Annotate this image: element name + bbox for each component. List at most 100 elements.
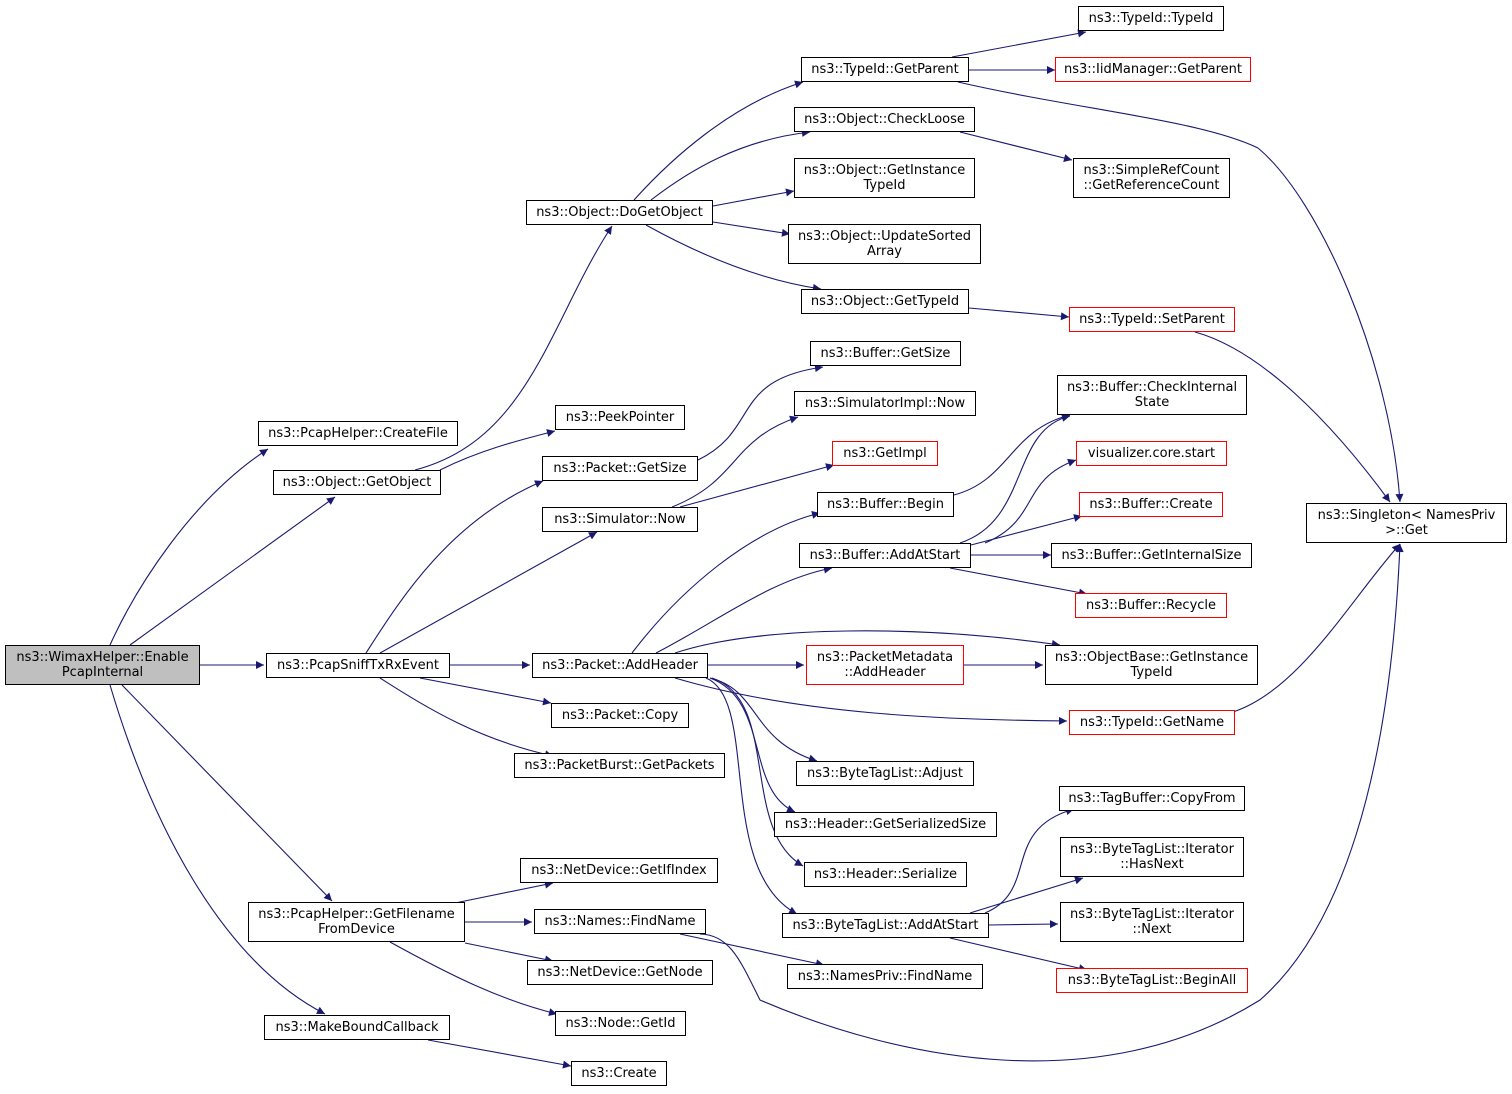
- node-label: ns3::Simulator::Now: [554, 512, 686, 527]
- node-makeboundcallback[interactable]: ns3::MakeBoundCallback: [264, 1015, 450, 1040]
- edge-addheader-to-headergetserialized: [709, 677, 796, 813]
- node-singleton-namespriv-get[interactable]: ns3::Singleton< NamesPriv>::Get: [1306, 503, 1507, 543]
- edge-addheader-to-bufferbegin: [631, 511, 821, 654]
- node-label: ns3::Object::UpdateSorted: [797, 229, 972, 244]
- node-buffer-getsize[interactable]: ns3::Buffer::GetSize: [810, 341, 961, 366]
- node-buffer-begin[interactable]: ns3::Buffer::Begin: [817, 492, 954, 517]
- node-label: ns3::Buffer::Create: [1089, 497, 1213, 512]
- node-packet-addheader[interactable]: ns3::Packet::AddHeader: [532, 653, 708, 678]
- node-label: ns3::ObjectBase::GetInstance: [1054, 650, 1249, 665]
- node-bytetaglist-iterator-next[interactable]: ns3::ByteTagList::Iterator::Next: [1060, 902, 1244, 942]
- node-namespriv-findname[interactable]: ns3::NamesPriv::FindName: [787, 964, 983, 989]
- node-typeid-typeid[interactable]: ns3::TypeId::TypeId: [1078, 6, 1224, 31]
- node-typeid-getparent[interactable]: ns3::TypeId::GetParent: [801, 57, 969, 82]
- edge-addatstart-to-buffercreate: [970, 514, 1083, 546]
- node-label: ns3::Singleton< NamesPriv: [1317, 508, 1496, 523]
- node-object-dogetobject[interactable]: ns3::Object::DoGetObject: [526, 200, 713, 225]
- node-label: ns3::NetDevice::GetNode: [537, 965, 703, 980]
- node-buffer-recycle[interactable]: ns3::Buffer::Recycle: [1075, 593, 1227, 618]
- node-label: Array: [866, 244, 902, 259]
- node-label: PcapInternal: [61, 665, 144, 680]
- node-label: ns3::SimulatorImpl::Now: [804, 396, 966, 411]
- node-header-serialize[interactable]: ns3::Header::Serialize: [804, 862, 967, 887]
- node-label: ::AddHeader: [844, 665, 926, 680]
- node-object-checkloose[interactable]: ns3::Object::CheckLoose: [794, 107, 975, 132]
- node-label: ns3::NamesPriv::FindName: [797, 969, 973, 984]
- edge-setparent-to-singleton: [1194, 331, 1391, 503]
- node-typeid-setparent[interactable]: ns3::TypeId::SetParent: [1069, 307, 1235, 332]
- edge-findname-to-namesprivfindname: [679, 933, 825, 968]
- node-pcapsnifftxrxevent[interactable]: ns3::PcapSniffTxRxEvent: [266, 653, 450, 678]
- node-buffer-addatstart[interactable]: ns3::Buffer::AddAtStart: [799, 543, 971, 568]
- node-label: ns3::TagBuffer::CopyFrom: [1068, 791, 1236, 806]
- node-header-getserializedsize[interactable]: ns3::Header::GetSerializedSize: [774, 812, 997, 837]
- node-bytetaglist-beginall[interactable]: ns3::ByteTagList::BeginAll: [1056, 968, 1248, 993]
- edge-addheader-to-headerserialize: [711, 677, 804, 867]
- node-object-getobject[interactable]: ns3::Object::GetObject: [273, 470, 441, 495]
- node-label: ns3::Create: [581, 1066, 657, 1081]
- node-netdevice-getifindex[interactable]: ns3::NetDevice::GetIfIndex: [520, 858, 718, 883]
- node-simulatorimpl-now[interactable]: ns3::SimulatorImpl::Now: [794, 391, 976, 416]
- node-label: ::HasNext: [1120, 857, 1184, 872]
- node-label: ns3::TypeId::GetName: [1079, 715, 1225, 730]
- node-tagbuffer-copyfrom[interactable]: ns3::TagBuffer::CopyFrom: [1059, 786, 1245, 811]
- node-label: ns3::TypeId::GetParent: [811, 62, 959, 77]
- node-label: ns3::Header::Serialize: [813, 867, 958, 882]
- edge-typeidgetname-to-singleton: [1232, 543, 1401, 713]
- node-label: TypeId: [863, 178, 906, 193]
- node-buffer-create[interactable]: ns3::Buffer::Create: [1079, 492, 1223, 517]
- edge-pcapsniff-to-packetgetsize: [365, 480, 544, 654]
- node-simplerefcount-getreferencecount[interactable]: ns3::SimpleRefCount::GetReferenceCount: [1073, 158, 1230, 198]
- node-visualizer-core-start[interactable]: visualizer.core.start: [1076, 441, 1227, 466]
- node-label: ns3::PcapHelper::GetFilename: [258, 907, 455, 922]
- node-label: ns3::ByteTagList::AddAtStart: [792, 918, 979, 933]
- node-label: ns3::Buffer::GetInternalSize: [1061, 548, 1242, 563]
- node-label: ns3::ByteTagList::Iterator: [1070, 907, 1234, 922]
- node-pcaphelper-createfile[interactable]: ns3::PcapHelper::CreateFile: [258, 421, 458, 446]
- node-label: ns3::ByteTagList::BeginAll: [1067, 973, 1237, 988]
- node-iidmanager-getparent[interactable]: ns3::IidManager::GetParent: [1055, 57, 1251, 82]
- node-bytetaglist-addatstart[interactable]: ns3::ByteTagList::AddAtStart: [782, 913, 989, 938]
- edge-getobject-to-peekpointer: [439, 429, 556, 471]
- node-label: ns3::IidManager::GetParent: [1063, 62, 1243, 77]
- node-bytetaglist-adjust[interactable]: ns3::ByteTagList::Adjust: [796, 761, 974, 786]
- node-label: State: [1134, 395, 1170, 410]
- node-label: ns3::Object::GetObject: [282, 475, 432, 490]
- edge-addheader-to-bytetagadjust: [709, 677, 818, 763]
- node-netdevice-getnode[interactable]: ns3::NetDevice::GetNode: [527, 960, 713, 985]
- node-buffer-getinternalsize[interactable]: ns3::Buffer::GetInternalSize: [1051, 543, 1252, 568]
- node-peekpointer[interactable]: ns3::PeekPointer: [555, 405, 685, 430]
- node-getimpl[interactable]: ns3::GetImpl: [832, 441, 938, 466]
- node-packet-copy[interactable]: ns3::Packet::Copy: [551, 703, 689, 728]
- edge-addatstart-to-recycle: [949, 567, 1088, 597]
- node-typeid-getname[interactable]: ns3::TypeId::GetName: [1069, 710, 1235, 735]
- node-bytetaglist-iterator-hasnext[interactable]: ns3::ByteTagList::Iterator::HasNext: [1060, 837, 1244, 877]
- node-label: ns3::PacketBurst::GetPackets: [524, 758, 715, 773]
- node-label: ::Next: [1132, 922, 1172, 937]
- node-packetburst-getpackets[interactable]: ns3::PacketBurst::GetPackets: [514, 753, 725, 778]
- edge-dogetobject-to-getinstancetypeid: [712, 188, 795, 207]
- edge-pcapsniff-to-packetcopy: [419, 677, 552, 706]
- node-node-getid[interactable]: ns3::Node::GetId: [555, 1011, 686, 1036]
- node-label: ns3::Object::CheckLoose: [804, 112, 965, 127]
- edge-simnow-to-simulatorimplnow: [671, 415, 799, 508]
- node-label: ns3::Object::DoGetObject: [536, 205, 703, 220]
- edge-gettypeidparent-to-singleton: [957, 81, 1404, 503]
- node-label: ns3::ByteTagList::Adjust: [807, 766, 963, 781]
- node-packetmetadata-addheader[interactable]: ns3::PacketMetadata::AddHeader: [806, 645, 964, 685]
- node-label: ns3::Packet::GetSize: [553, 461, 687, 476]
- node-create[interactable]: ns3::Create: [571, 1061, 667, 1086]
- edge-checkloose-to-simplerefcount: [959, 131, 1073, 162]
- node-object-gettypeid[interactable]: ns3::Object::GetTypeId: [801, 289, 969, 314]
- edge-root-to-createfile: [109, 448, 269, 646]
- node-label: ns3::Buffer::Recycle: [1085, 598, 1217, 613]
- edge-dogetobject-to-gettypeidparent: [633, 80, 804, 201]
- node-packet-getsize[interactable]: ns3::Packet::GetSize: [542, 456, 698, 481]
- node-simulator-now[interactable]: ns3::Simulator::Now: [542, 507, 698, 532]
- node-names-findname[interactable]: ns3::Names::FindName: [534, 909, 706, 934]
